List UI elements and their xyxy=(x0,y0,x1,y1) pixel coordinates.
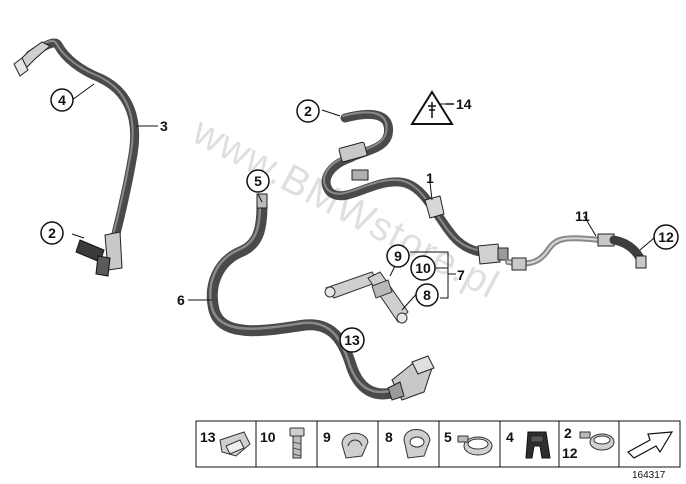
legend-item-arrow xyxy=(627,431,674,459)
callout-6: 6 xyxy=(177,292,185,308)
svg-text:5: 5 xyxy=(254,173,262,189)
svg-text:9: 9 xyxy=(394,248,402,264)
diagram-ref-number: 164317 xyxy=(632,470,666,481)
hose-clamp-icon xyxy=(457,435,493,456)
legend-item-13: 13 xyxy=(200,429,251,457)
svg-text:5: 5 xyxy=(444,429,452,445)
legend-item-4: 4 xyxy=(506,429,551,459)
legend-item-10: 10 xyxy=(260,427,305,459)
pipe-11 xyxy=(505,233,647,271)
legend-item-2-12: 2 12 xyxy=(562,425,615,461)
clip-icon xyxy=(341,432,369,459)
callout-2a: 2 xyxy=(40,221,64,245)
svg-text:14: 14 xyxy=(456,96,472,112)
hose-clamp-icon xyxy=(579,431,615,451)
callout-1: 1 xyxy=(426,170,434,186)
bracket-assembly-7 xyxy=(324,271,409,324)
svg-text:2: 2 xyxy=(564,425,572,441)
svg-text:3: 3 xyxy=(160,118,168,134)
svg-text:12: 12 xyxy=(658,229,674,245)
rubber-mount-icon xyxy=(525,431,551,459)
svg-text:7: 7 xyxy=(457,267,465,283)
callout-12: 12 xyxy=(653,224,679,250)
svg-text:12: 12 xyxy=(562,445,578,461)
hose-1 xyxy=(321,109,509,265)
hose-3 xyxy=(13,38,140,277)
svg-text:13: 13 xyxy=(344,332,360,348)
arrow-icon xyxy=(627,431,674,459)
clip-icon xyxy=(403,429,431,459)
svg-text:13: 13 xyxy=(200,429,216,445)
callout-5: 5 xyxy=(246,169,270,193)
svg-text:1: 1 xyxy=(426,170,434,186)
callout-8: 8 xyxy=(415,283,439,307)
legend-item-9: 9 xyxy=(323,429,369,459)
clip-icon xyxy=(219,431,251,457)
legend-strip: 13 10 9 8 xyxy=(195,420,681,468)
bolt-icon xyxy=(289,427,305,459)
callout-9: 9 xyxy=(386,244,410,268)
svg-text:11: 11 xyxy=(575,208,590,224)
callout-4: 4 xyxy=(50,88,74,112)
svg-text:8: 8 xyxy=(385,429,393,445)
callout-14: 14 xyxy=(446,96,472,112)
callout-3: 3 xyxy=(160,118,168,134)
callout-7: 7 xyxy=(457,267,465,283)
svg-text:10: 10 xyxy=(260,429,276,445)
svg-text:10: 10 xyxy=(415,260,431,276)
legend-item-8: 8 xyxy=(385,429,431,459)
warning-triangle-icon xyxy=(410,90,454,125)
svg-text:2: 2 xyxy=(48,225,56,241)
svg-text:4: 4 xyxy=(506,429,514,445)
callout-10: 10 xyxy=(410,255,436,281)
svg-text:2: 2 xyxy=(304,103,312,119)
svg-text:8: 8 xyxy=(423,287,431,303)
callout-11: 11 xyxy=(575,208,590,224)
svg-text:9: 9 xyxy=(323,429,331,445)
legend-item-5: 5 xyxy=(444,429,493,456)
svg-text:6: 6 xyxy=(177,292,185,308)
svg-text:4: 4 xyxy=(58,92,66,108)
callout-2b: 2 xyxy=(296,99,320,123)
callout-13: 13 xyxy=(339,327,365,353)
